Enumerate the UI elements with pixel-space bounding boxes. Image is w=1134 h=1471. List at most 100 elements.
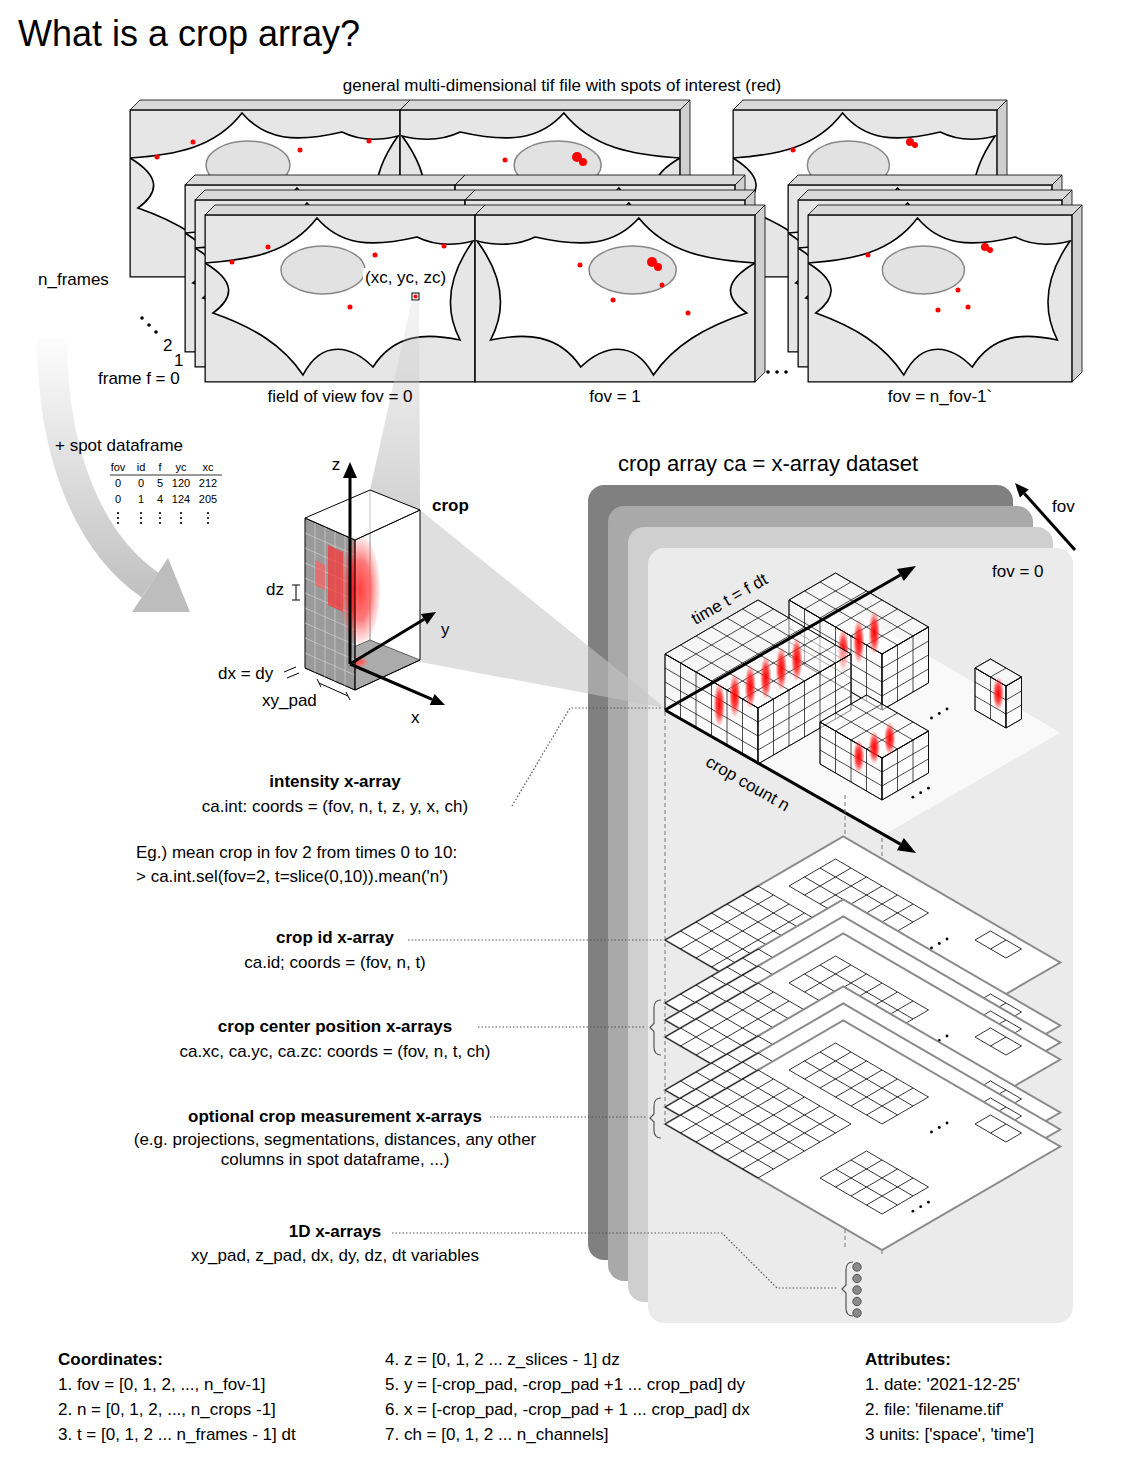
layer-grid (836, 1070, 883, 1097)
layer-grid (789, 1043, 836, 1070)
spot (155, 155, 160, 160)
cell-outline (205, 218, 473, 375)
ellipsis-dot (938, 1126, 941, 1129)
cell-image (205, 215, 475, 382)
layer-grid (867, 1178, 914, 1205)
array-name: optional crop measurement x-arrays (188, 1107, 482, 1127)
spot-blob (869, 732, 880, 764)
frame-face (475, 215, 755, 382)
y-axis (350, 619, 424, 664)
layer-grid (991, 931, 1022, 949)
block-grid (882, 627, 929, 654)
array-name: intensity x-array (269, 772, 400, 792)
layer-grid (1006, 1133, 1022, 1142)
frame-top (205, 205, 485, 215)
block-grid (758, 654, 851, 708)
panel-label: fov = 0 (992, 562, 1044, 582)
layer-grid (820, 1061, 867, 1088)
projection-cone (420, 510, 665, 708)
coordinate-item: 4. z = [0, 1, 2 ... z_slices - 1] dz (385, 1350, 620, 1370)
layer-grid (975, 1037, 1006, 1055)
x-axis (350, 664, 432, 699)
frame-top (455, 175, 745, 185)
layer-grid (805, 868, 852, 895)
array-coords: ca.id; coords = (fov, n, t) (244, 953, 426, 973)
block-grid (712, 627, 805, 681)
dataset-panels (588, 483, 1075, 1323)
layer-grid (665, 983, 758, 1037)
frame-side (1072, 205, 1082, 382)
cell (477, 218, 755, 375)
table-ellipsis (207, 517, 209, 519)
layer-grid (991, 1124, 1007, 1133)
cell-image (475, 215, 755, 382)
block-grid (743, 645, 836, 699)
table-header: yc (176, 461, 187, 474)
ellipsis-dot (946, 1035, 949, 1038)
ellipsis-dot (927, 1201, 930, 1204)
bracket (842, 1262, 853, 1316)
title: What is a crop array? (18, 12, 360, 55)
block-grid (882, 655, 929, 682)
frame-border (475, 215, 755, 382)
fov-image: fov = n_fov-1` (808, 215, 1072, 382)
block-grid (975, 710, 1006, 728)
spot (230, 260, 235, 265)
spot (442, 244, 447, 249)
table-ellipsis (159, 512, 161, 514)
spot-blob (776, 647, 787, 690)
block-grid (975, 659, 991, 668)
frame-top (788, 175, 1062, 185)
spot-table (110, 475, 222, 524)
ellipsis-dot (912, 1210, 915, 1213)
panel-label: field of view fov = 0 (267, 387, 412, 407)
spot (373, 253, 378, 258)
layer-grid (851, 1160, 913, 1196)
layer-grid (712, 1097, 805, 1151)
layer-grid (991, 1028, 1022, 1046)
array-name: crop id x-array (276, 928, 394, 948)
crop-box (284, 462, 445, 705)
table-cell: 1 (138, 493, 144, 506)
layer-grid (789, 956, 836, 983)
block-grid (1006, 677, 1022, 686)
block-grid (1006, 686, 1007, 728)
array-coords: ca.xc, ca.yc, ca.zc: coords = (fov, n, t… (180, 1042, 491, 1062)
cell (808, 218, 1070, 375)
layer-grid (665, 886, 758, 940)
block-grid (882, 669, 929, 696)
ellipsis-dot (784, 370, 788, 374)
block-grid (1006, 686, 1007, 728)
table-ellipsis (140, 512, 142, 514)
block-grid (1006, 705, 1022, 714)
crop-count-axis-head (897, 838, 916, 853)
crop-top (305, 490, 420, 540)
leader-line (478, 1026, 646, 1027)
block-grid (820, 722, 821, 764)
nucleus (882, 246, 964, 294)
table-header: xc (203, 461, 214, 474)
spot-blob (791, 638, 802, 681)
layer-grid (851, 1169, 898, 1196)
dx-tick (284, 667, 296, 672)
ellipsis-dot (775, 370, 779, 374)
part-name: crop (432, 496, 469, 516)
block-grid (991, 659, 1022, 677)
spot (191, 140, 196, 145)
layer-grid (851, 1079, 898, 1106)
array-coords: xy_pad, z_pad, dx, dy, dz, dt variables (191, 1246, 479, 1266)
leader-line (408, 939, 662, 940)
time-axis-head (897, 566, 916, 581)
crop-block (820, 695, 929, 800)
ellipsis-dot (930, 717, 933, 720)
layer-grid (712, 1097, 805, 1151)
panel-label: fov = n_fov-1` (888, 387, 992, 407)
axis-label: fov (1052, 497, 1075, 517)
layer-grid (820, 1052, 913, 1106)
block-grid (712, 627, 805, 681)
table-cell: 5 (157, 477, 163, 490)
example-note: Eg.) mean crop in fov 2 from times 0 to … (136, 843, 457, 863)
guide-line (665, 712, 666, 1124)
ellipsis-dot (766, 370, 770, 374)
